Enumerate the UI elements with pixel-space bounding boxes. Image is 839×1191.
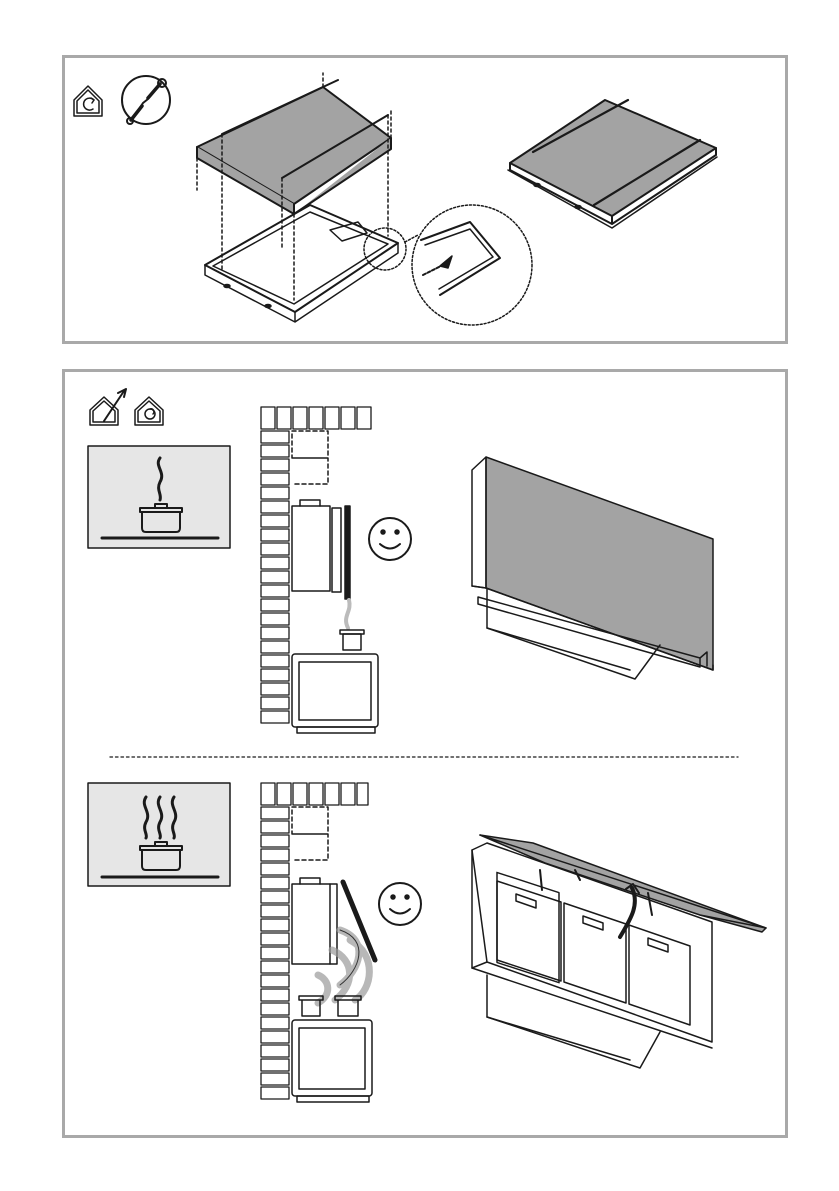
smiley-face-icon (379, 883, 421, 925)
hood-cover-closed (472, 457, 713, 679)
filter-cover-assembly-exploded (197, 73, 532, 325)
kitchen-side-view-open (261, 783, 375, 1102)
pot-low-steam-icon (88, 446, 230, 548)
house-extraction-icon (90, 389, 126, 425)
house-recirculation-icon (135, 397, 163, 425)
wrench-icon (122, 76, 170, 124)
hood-cover-open (472, 835, 766, 1068)
filter-cover-assembled (508, 100, 717, 228)
pot-high-steam-icon (88, 783, 230, 886)
house-recirculation-icon (74, 86, 102, 116)
kitchen-side-view-closed (261, 407, 378, 733)
smiley-face-icon (369, 518, 411, 560)
